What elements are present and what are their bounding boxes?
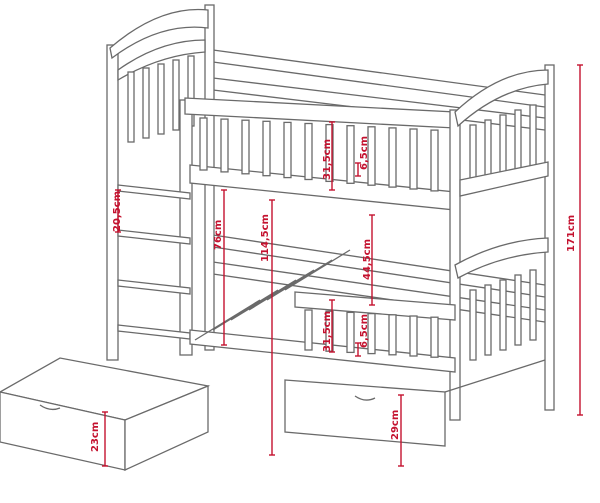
dim-label-between-beds: 44,5cm <box>362 239 373 280</box>
upper-rail-slat <box>388 127 397 188</box>
lower-rail-slat <box>367 312 376 355</box>
upper-rail-slat <box>367 126 376 186</box>
dim-label-ladder-step: 20,5cm <box>112 191 123 232</box>
right-footboard-slat <box>529 269 537 341</box>
upper-rail-slat <box>430 129 439 192</box>
ladder-rung <box>117 229 191 245</box>
left-headboard-arch <box>109 8 209 60</box>
bed-slat <box>248 269 315 311</box>
lower-rail-slat <box>430 316 439 358</box>
dim-label-drawer-right-height: 29cm <box>390 410 401 440</box>
left-drawer-side <box>124 385 209 472</box>
right-headboard-rail <box>459 161 549 197</box>
lower-rail-slat <box>304 309 313 351</box>
left-headboard-slat <box>142 67 150 139</box>
bed-slat <box>284 249 351 291</box>
right-drawer-top-edge <box>444 359 546 393</box>
dimension-lines <box>102 64 583 467</box>
right-headboard-slat <box>514 109 522 176</box>
right-footboard-slat <box>514 274 522 346</box>
upper-rail-slat <box>325 123 334 183</box>
left-headboard-arch <box>117 39 206 82</box>
left-headboard-slat <box>157 63 165 135</box>
left-front-post <box>179 99 193 356</box>
back-rail <box>212 77 546 119</box>
right-footboard-slat <box>469 289 477 361</box>
ladder-rung <box>117 184 191 200</box>
ladder-rung <box>117 279 191 295</box>
bed-frame-lines <box>0 4 555 472</box>
dim-label-drawer-left-height: 23cm <box>90 422 101 452</box>
upper-rail-slat <box>199 117 208 171</box>
dim-label-lower-rail-height: 31,5cm <box>322 311 333 352</box>
bed-slat <box>194 299 261 341</box>
lower-front-bottom-rail <box>189 329 456 373</box>
upper-rail-slat <box>220 118 229 173</box>
left-headboard-slat <box>127 71 135 143</box>
back-rail <box>212 273 546 323</box>
bed-slat <box>266 259 333 301</box>
bed-slat <box>212 289 279 331</box>
right-drawer-handle <box>354 395 376 401</box>
right-headboard-slat <box>529 104 537 171</box>
right-headboard-arch <box>454 69 549 128</box>
left-drawer-handle <box>39 404 61 411</box>
upper-rail-slat <box>304 122 313 181</box>
upper-rail-slat <box>283 121 292 179</box>
ladder-rung <box>117 324 191 340</box>
dim-label-lower-mattress-gap: 6,5cm <box>359 314 370 348</box>
right-footboard-slat <box>499 279 507 351</box>
right-drawer-front <box>284 379 446 447</box>
lower-rail-slat <box>325 310 334 352</box>
upper-rail-slat <box>409 128 418 190</box>
lower-rail-slat <box>409 315 418 357</box>
right-footboard-slat <box>484 284 492 356</box>
lower-rail-slat <box>346 311 355 354</box>
upper-rail-slat <box>262 120 271 177</box>
lower-rail-slat <box>388 314 397 356</box>
bed-slat <box>230 279 297 321</box>
left-headboard-slat <box>172 59 180 131</box>
right-footboard-arch <box>454 237 549 279</box>
upper-rail-slat <box>241 119 250 175</box>
dim-label-upper-bed-height: 114,5cm <box>260 214 271 262</box>
back-rail <box>212 234 546 286</box>
upper-rail-slat <box>346 125 355 184</box>
lower-guard-rail <box>294 291 456 321</box>
dim-label-upper-mattress-gap: 6,5cm <box>359 136 370 170</box>
dim-label-total-height: 171cm <box>566 215 577 252</box>
dim-label-lower-clearance: 76cm <box>213 220 224 250</box>
dim-label-upper-rail-height: 31,5cm <box>322 139 333 180</box>
